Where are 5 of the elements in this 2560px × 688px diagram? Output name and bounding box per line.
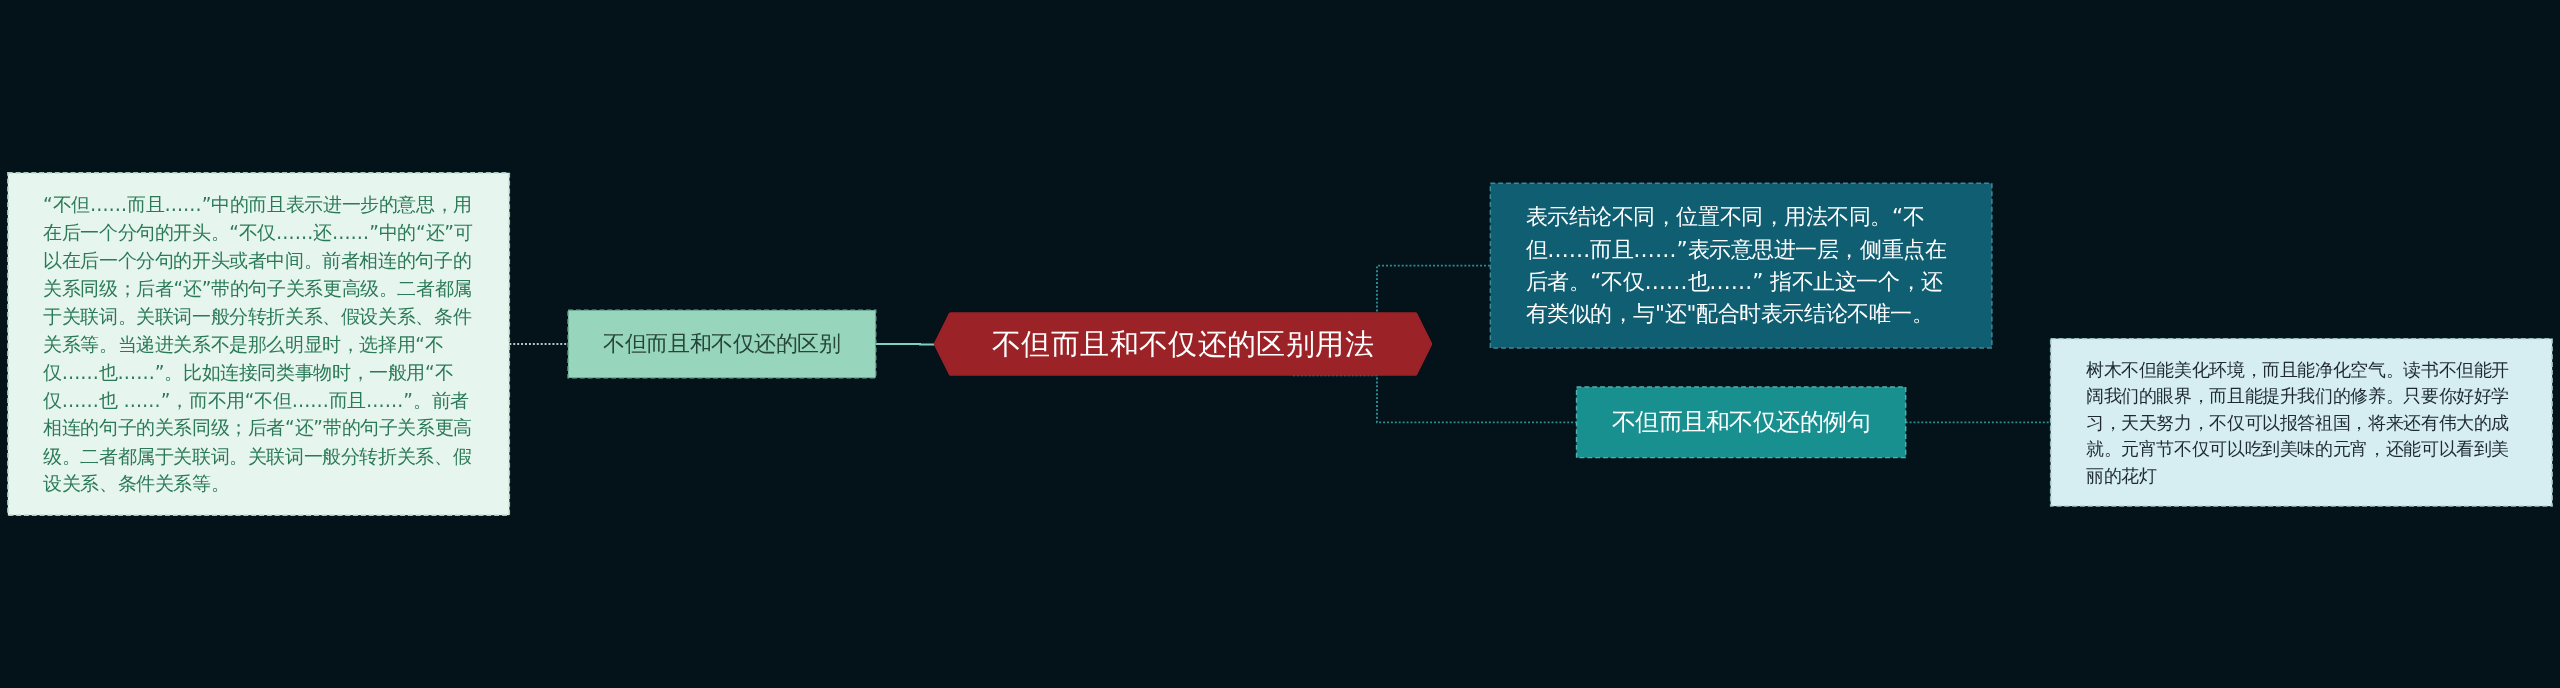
node-box: 不但而且和不仅还的例句 bbox=[1575, 386, 1907, 459]
node-box: 树木不但能美化环境，而且能净化空气。读书不但能开阔我们的眼界，而且能提升我们的修养。只要你好好学习，天天努力，不仅可以报答祖国，将来还有伟大的成就。元宵节不仅可以吃到美味的元宵，还能可以看到美丽的花灯 bbox=[2049, 337, 2553, 507]
node-box: “不但……而且……”中的而且表示进一步的意思，用在后一个分句的开头。“不仅……还……”中的“还”可以在后一个分句的开头或者中间。前者相连的句子的关系同级；后者“还”带的句子关系更高级。二者都属于关联词。关联词一般分转折关系、假设关系、条件关系等。当递进关系不是那么明显时，选择用“不仅……也……”。比如连接同类事物时，一般用“不仅……也 ……”，而不用“不但……而且……”。前者相连的句子的关系同级；后者“还”带的句子关系更高级。二者都属于关联词。关联词一般分转折关系、假设关系、条件关系等。 bbox=[7, 172, 511, 516]
node-box: 表示结论不同，位置不同，用法不同。“不但……而且……”表示意思进一层，侧重点在后者。“不仅……也……” 指不止这一个，还有类似的，与"还"配合时表示结论不唯一。 bbox=[1489, 182, 1993, 349]
node-box: 不但而且和不仅还的区别 bbox=[567, 309, 877, 379]
